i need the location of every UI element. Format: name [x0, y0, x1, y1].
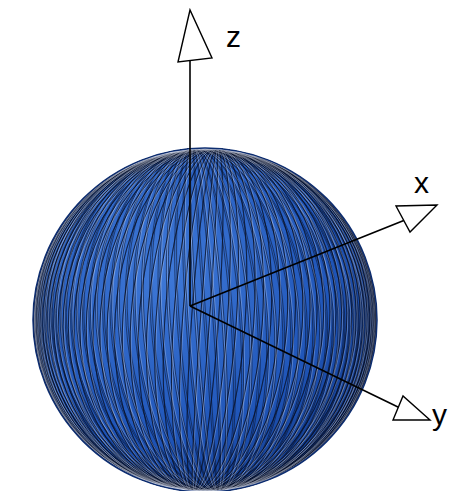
winding-highlight: [85, 141, 327, 491]
axis-arrowhead: [396, 205, 437, 232]
winding-loop: [139, 145, 271, 491]
winding-highlight: [151, 145, 262, 491]
winding-loop: [174, 147, 236, 491]
winding-highlight: [132, 144, 281, 491]
winding-loop: [136, 144, 275, 491]
winding-loop: [124, 144, 286, 491]
winding-highlight: [76, 140, 336, 491]
winding-highlight: [112, 143, 300, 491]
winding-highlight: [163, 146, 250, 491]
axis-label: x: [414, 168, 429, 198]
winding-loop: [106, 142, 303, 491]
axis-label: y: [432, 400, 447, 430]
winding-highlight: [107, 142, 304, 491]
axis-arrowhead: [393, 396, 430, 420]
axis-line: [190, 220, 405, 306]
winding-loop: [165, 146, 245, 491]
axis-label: z: [226, 22, 241, 52]
winding-loop: [148, 145, 263, 491]
winding-highlight: [70, 140, 343, 491]
winding-highlight: [97, 142, 315, 491]
winding-loop: [127, 144, 282, 491]
winding-highlight: [177, 147, 235, 491]
winding-highlight: [120, 143, 292, 491]
winding-loop: [136, 144, 275, 491]
axis-arrowhead: [178, 10, 212, 62]
winding-loop: [114, 143, 296, 491]
winding-loop: [116, 143, 294, 491]
sphere-outline: [33, 148, 377, 491]
axes: [178, 10, 437, 420]
winding-loop: [127, 144, 282, 491]
winding-loop: [133, 144, 278, 491]
winding-highlight: [58, 139, 354, 491]
axis-line: [190, 306, 400, 408]
winding-highlight: [125, 144, 287, 491]
winding-highlight: [90, 141, 323, 491]
winding-highlight: [172, 147, 241, 491]
winding-highlight: [66, 139, 346, 491]
winding-highlight: [137, 144, 276, 491]
axis-line: [189, 60, 191, 306]
